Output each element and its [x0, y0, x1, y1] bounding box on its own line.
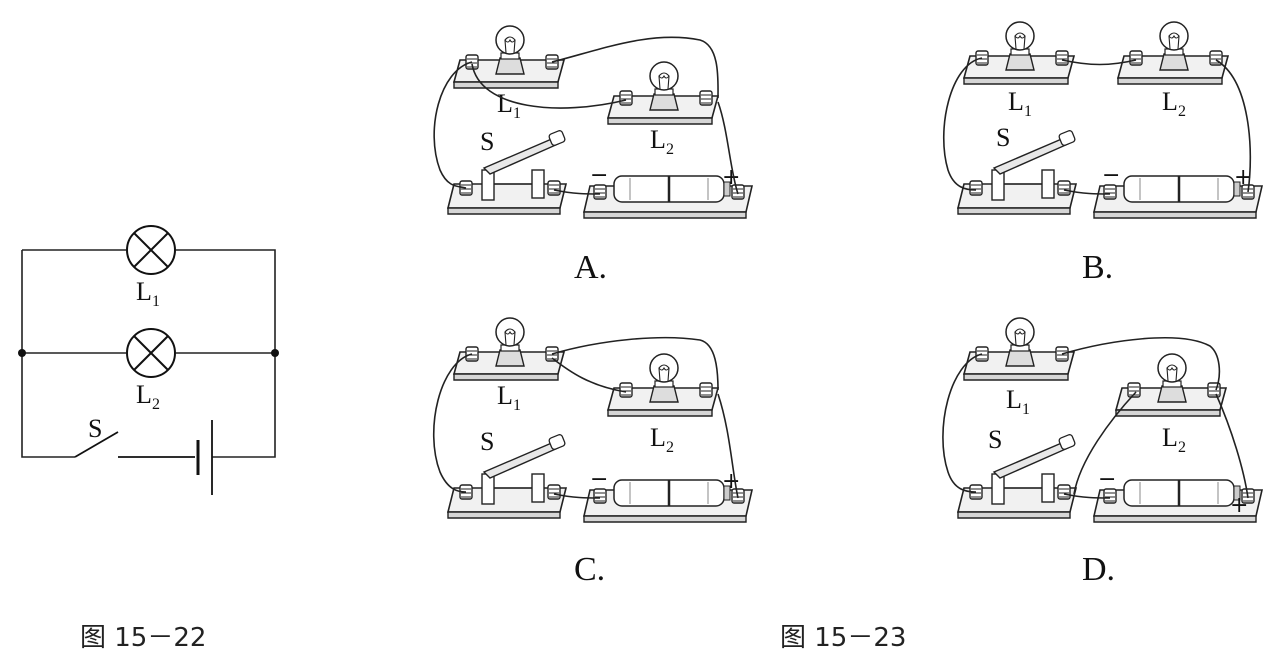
label-L1-sub: 1	[1024, 103, 1032, 120]
label-L1: L	[497, 89, 513, 118]
label-L2: L	[1162, 87, 1178, 116]
label-L2-sub: 2	[152, 396, 160, 413]
label-L1-sub: 1	[513, 105, 521, 122]
label-S: S	[988, 425, 1002, 454]
wire	[1215, 59, 1252, 193]
label-L1: L	[136, 277, 152, 306]
light-bulb-icon	[454, 318, 564, 380]
option-d: L 1 L 2 S − + D.	[942, 318, 1262, 588]
label-S: S	[996, 123, 1010, 152]
wire	[1073, 391, 1137, 495]
wire	[1063, 493, 1111, 499]
label-L2: L	[650, 423, 666, 452]
option-c: L 1 L 2 S − + C.	[433, 318, 752, 588]
knife-switch-icon	[448, 434, 566, 518]
label-L2-sub: 2	[1178, 439, 1186, 456]
wire	[433, 61, 473, 189]
light-bulb-icon	[608, 62, 718, 124]
label-L2: L	[650, 125, 666, 154]
wire	[551, 36, 719, 99]
option-letter: B.	[1082, 249, 1113, 286]
light-bulb-icon	[964, 22, 1074, 84]
wire	[1061, 337, 1221, 391]
light-bulb-icon	[964, 318, 1074, 380]
battery-plus: +	[1230, 493, 1248, 518]
label-L2: L	[1162, 423, 1178, 452]
caption-15-22: 图 15－22	[80, 623, 206, 653]
light-bulb-icon	[1116, 354, 1226, 416]
wire	[433, 353, 473, 493]
battery-minus: −	[590, 467, 608, 492]
battery-plus: +	[722, 469, 740, 494]
label-L1: L	[1006, 385, 1022, 414]
wire	[551, 336, 719, 391]
lamp-symbol-icon	[126, 328, 176, 378]
wire	[553, 493, 601, 499]
option-b: L 1 L 2 S − + B.	[942, 22, 1262, 286]
wire	[1061, 59, 1137, 66]
wire	[942, 57, 983, 191]
label-S: S	[88, 414, 102, 443]
battery-symbol-icon	[196, 420, 213, 495]
label-S: S	[480, 127, 494, 156]
left-wire	[21, 250, 75, 458]
light-bulb-icon	[608, 354, 718, 416]
circuit-diagram-15-22: L 1 L 2 S 图 15－22	[18, 225, 279, 653]
knife-switch-icon	[958, 434, 1076, 518]
knife-switch-icon	[958, 130, 1076, 214]
lamp-symbol-icon	[126, 225, 176, 275]
label-L1-sub: 1	[513, 397, 521, 414]
switch-symbol-icon	[74, 431, 195, 458]
wire	[717, 101, 739, 195]
option-letter: C.	[574, 551, 605, 588]
caption-15-23: 图 15－23	[780, 623, 906, 653]
label-L1-sub: 1	[1022, 401, 1030, 418]
option-letter: A.	[574, 249, 607, 286]
label-L2-sub: 2	[666, 141, 674, 158]
wire	[1215, 393, 1249, 499]
label-L2-sub: 2	[1178, 103, 1186, 120]
junction-right	[271, 349, 279, 357]
battery-minus: −	[1102, 163, 1120, 188]
label-S: S	[480, 427, 494, 456]
option-letter: D.	[1082, 551, 1115, 588]
option-a: L 1 L 2 S − + A.	[433, 26, 752, 286]
label-L1: L	[1008, 87, 1024, 116]
junction-left	[18, 349, 26, 357]
wire	[942, 353, 983, 493]
label-L2-sub: 2	[666, 439, 674, 456]
battery-plus: +	[722, 165, 740, 190]
knife-switch-icon	[448, 130, 566, 214]
label-L1-sub: 1	[152, 293, 160, 310]
wire	[551, 357, 627, 393]
battery-plus: +	[1234, 165, 1252, 190]
battery-minus: −	[590, 163, 608, 188]
light-bulb-icon	[454, 26, 564, 88]
label-L2: L	[136, 380, 152, 409]
wire	[717, 393, 739, 499]
battery-minus: −	[1098, 467, 1116, 492]
light-bulb-icon	[1118, 22, 1228, 84]
wire	[1063, 189, 1111, 195]
wire	[471, 63, 627, 109]
label-L1: L	[497, 381, 513, 410]
wire	[553, 189, 601, 195]
